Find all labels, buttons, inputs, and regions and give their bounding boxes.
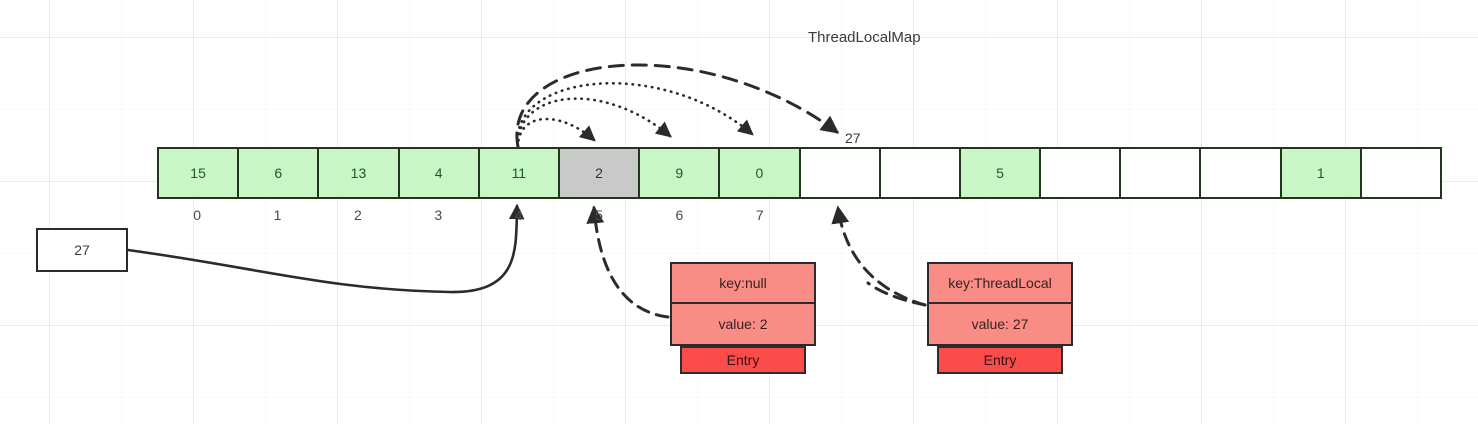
entry-key-row: key:null	[670, 262, 816, 304]
array-index-label-5: 5	[595, 207, 603, 223]
array-cell-8	[800, 149, 881, 197]
array-cell-9	[880, 149, 961, 197]
array-index-label-6: 6	[675, 207, 684, 223]
array-index-label-3: 3	[434, 207, 443, 223]
entry-card-stale: key:null value: 2 Entry	[670, 262, 816, 374]
array-index-label-7: 7	[755, 207, 764, 223]
array-cell-1: 6	[239, 149, 320, 197]
array-cell-15	[1361, 149, 1440, 197]
array-cell-3: 4	[399, 149, 480, 197]
array-index-labels: 0 1 2 3 4 5 6 7	[157, 207, 800, 227]
entry-threadlocal-key-tail	[866, 281, 927, 307]
array-index-label-1: 1	[273, 207, 282, 223]
probe-arc-4-to-8	[515, 63, 840, 149]
array-cell-5: 2	[559, 149, 641, 197]
array-cell-4: 11	[479, 149, 560, 197]
bucket-8-value-label: 27	[845, 130, 861, 146]
array-cell-2: 13	[319, 149, 400, 197]
array-cell-13	[1201, 149, 1282, 197]
entry-footer-label: Entry	[680, 346, 806, 374]
array-cell-14: 1	[1281, 149, 1362, 197]
entry-value-row: value: 2	[670, 304, 816, 346]
entry-footer-label: Entry	[937, 346, 1063, 374]
probe-arc-4-to-6	[516, 97, 672, 149]
probe-arc-4-to-5	[516, 117, 596, 149]
entry-card-threadlocal: key:ThreadLocal value: 27 Entry	[927, 262, 1073, 374]
entry-threadlocal-to-bucket8-connector	[831, 205, 927, 307]
array-index-label-4: 4	[514, 207, 523, 223]
entry-value-row: value: 27	[927, 304, 1073, 346]
array-index-label-0: 0	[193, 207, 202, 223]
diagram-title: ThreadLocalMap	[808, 29, 921, 46]
array-cell-10: 5	[960, 149, 1042, 197]
array-cell-7: 0	[720, 149, 801, 197]
array-index-label-2: 2	[354, 207, 362, 223]
array-cell-6: 9	[640, 149, 721, 197]
entry-key-row: key:ThreadLocal	[927, 262, 1073, 304]
probe-arc-4-to-7	[516, 82, 754, 149]
array-cell-12	[1121, 149, 1202, 197]
source-value-box: 27	[36, 228, 128, 272]
array-cell-11	[1041, 149, 1122, 197]
array-cell-0: 15	[159, 149, 240, 197]
